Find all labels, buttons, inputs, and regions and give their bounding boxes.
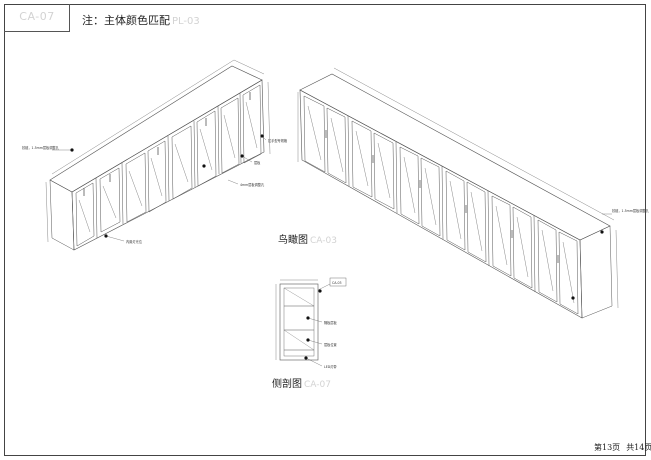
section-label-2: 层板位置	[324, 342, 337, 347]
left-bottom-right-note: 4mm层板调整孔	[240, 182, 265, 187]
right-side-note: 铰链，1.5mm层板调整孔	[612, 208, 650, 213]
section-caption-code: CA-07	[304, 380, 331, 390]
title-block-code-box: CA-07	[4, 4, 70, 32]
left-cabinet	[45, 59, 271, 251]
page-total: 共14页	[626, 443, 651, 452]
left-top-right-note: 拉手型号规格	[268, 138, 288, 143]
title-block-code: CA-07	[19, 10, 55, 23]
birdseye-caption-text: 鸟瞰图	[278, 235, 308, 246]
color-note-text: 注：主体颜色匹配	[82, 14, 170, 27]
color-note-code: PL-03	[172, 16, 200, 27]
right-cabinet	[297, 67, 619, 319]
section-view	[275, 277, 347, 367]
page-current: 第13页	[594, 443, 621, 452]
drawing-frame	[4, 4, 646, 456]
section-markers	[70, 134, 604, 360]
page-number: 第13页共14页	[594, 442, 651, 453]
section-caption-text: 侧剖图	[272, 379, 302, 390]
left-bottom-note: 内置灯光位	[126, 239, 143, 244]
section-label-1: 隔板层板	[324, 320, 338, 325]
section-label-3: LED灯带	[324, 364, 337, 369]
left-mid-right-note: 层板	[254, 160, 261, 165]
birdseye-caption-code: CA-03	[310, 236, 337, 246]
left-hinge-note: 铰链，1.5mm层板调整孔	[22, 145, 60, 150]
section-top-label: CA-03	[332, 281, 342, 285]
